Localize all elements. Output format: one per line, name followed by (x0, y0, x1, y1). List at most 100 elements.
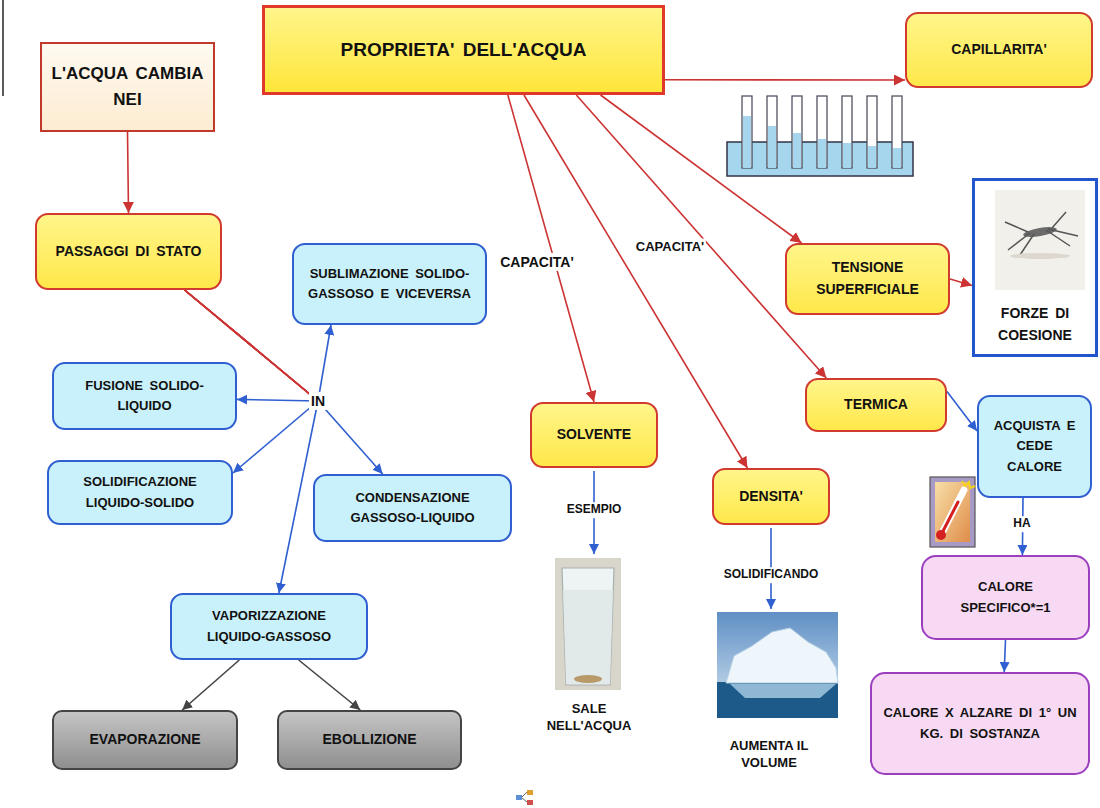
connector-line (1004, 640, 1005, 672)
tube-water (768, 126, 776, 168)
box-text: SOLVENTE (540, 424, 648, 446)
arrow-label: ESEMPIO (565, 502, 624, 518)
connector (950, 279, 972, 285)
connector-label: CAPACITA' (634, 239, 706, 256)
box-text: SUBLIMAZIONE SOLIDO-GASSOSO E VICEVERSA (302, 264, 477, 304)
tube (817, 96, 827, 168)
tube (742, 96, 752, 168)
connector (182, 660, 239, 710)
hub-label: IN (309, 392, 327, 410)
connector (299, 660, 361, 710)
water (563, 590, 613, 684)
definition-box: CALORE SPECIFICO*=1 (921, 555, 1090, 640)
tube-water (818, 139, 826, 168)
sea (717, 682, 838, 718)
box-text: TERMICA (815, 394, 937, 416)
box-text: ACQUISTA E CEDE CALORE (987, 416, 1082, 476)
water-strider-picture (995, 190, 1085, 290)
subtype-box: EVAPORAZIONE (52, 710, 238, 770)
state-change-box: CONDENSAZIONE GASSOSO-LIQUIDO (313, 474, 512, 542)
icon-part (527, 790, 533, 795)
subtype-box: EBOLLIZIONE (277, 710, 462, 770)
connector-line (237, 399, 318, 401)
icon-part (522, 792, 527, 802)
tube (767, 96, 777, 168)
box-text: FUSIONE SOLIDO-LIQUIDO (62, 376, 227, 416)
tube (842, 96, 852, 168)
tube-water (793, 133, 801, 168)
box-text: CALORE X ALZARE DI 1° UN KG. DI SOSTANZA (880, 703, 1080, 743)
connector-line (318, 401, 383, 474)
box-text: L'ACQUA CAMBIA NEI (50, 61, 205, 114)
icon-ground (935, 482, 970, 542)
property-box: DENSITA' (712, 468, 830, 525)
box-text: DENSITA' (722, 486, 820, 508)
state-change-box: SOLIDIFICAZIONE LIQUIDO-SOLIDO (47, 460, 233, 525)
edge-rule (2, 0, 4, 96)
sky (717, 612, 838, 718)
icon-frame (930, 477, 975, 547)
box-text: EBOLLIZIONE (287, 729, 452, 751)
connector (185, 290, 318, 593)
tube-water (868, 146, 876, 168)
connector (601, 95, 802, 243)
glass-picture (555, 558, 621, 690)
thermometer-bulb (936, 530, 946, 540)
iceberg-reflection (730, 684, 836, 698)
property-box: TENSIONE SUPERFICIALE (785, 243, 950, 315)
process-box: PASSAGGI DI STATO (35, 213, 222, 290)
tube (892, 96, 902, 168)
box-text: TENSIONE SUPERFICIALE (795, 257, 940, 300)
title-box: PROPRIETA' DELL'ACQUA (262, 5, 665, 95)
box-text: CAPILLARITA' (915, 39, 1083, 61)
iceberg-picture (717, 612, 838, 718)
connector (128, 132, 129, 213)
connector-label: HA (1011, 516, 1032, 532)
arrow-label: SOLIDIFICANDO (722, 567, 821, 583)
connector-line (128, 132, 129, 213)
photo-ground (555, 558, 621, 690)
connector-label: CAPACITA' (498, 253, 576, 271)
thermometer-icon (930, 477, 975, 547)
box-text: CONDENSAZIONE GASSOSO-LIQUIDO (323, 488, 502, 528)
connector-line (601, 95, 802, 243)
state-change-box: VAPORIZZAZIONE LIQUIDO-GASSOSO (170, 593, 368, 660)
connector (524, 95, 747, 468)
heading-box: L'ACQUA CAMBIA NEI (40, 42, 215, 132)
connector-line (947, 392, 977, 432)
property-box: CAPILLARITA' (905, 12, 1093, 88)
property-box: SOLVENTE (530, 402, 658, 468)
connector-line (182, 660, 239, 710)
salt (574, 675, 602, 683)
tube-water (743, 116, 751, 168)
connector (576, 95, 826, 378)
state-change-box: FUSIONE SOLIDO-LIQUIDO (52, 362, 237, 430)
info-box: ACQUISTA E CEDE CALORE (977, 395, 1092, 498)
box-text: VAPORIZZAZIONE LIQUIDO-GASSOSO (180, 606, 358, 646)
connector-line (950, 279, 972, 285)
thermometer-tube (941, 490, 964, 535)
state-change-box: SUBLIMAZIONE SOLIDO-GASSOSO E VICEVERSA (292, 243, 487, 325)
icon-part (527, 800, 533, 805)
glass (562, 568, 614, 685)
tube (867, 96, 877, 168)
insect-legs (1005, 212, 1078, 255)
connector-line (576, 95, 826, 378)
connector (1004, 640, 1005, 672)
connector (665, 79, 905, 80)
box-text: PROPRIETA' DELL'ACQUA (273, 35, 654, 64)
box-text: FORZE DI COESIONE (983, 303, 1087, 346)
icon-part (516, 795, 522, 800)
box-text: EVAPORAZIONE (62, 729, 228, 751)
photo-ground (995, 190, 1085, 290)
box-text: SOLIDIFICAZIONE LIQUIDO-SOLIDO (57, 472, 223, 512)
tube (792, 96, 802, 168)
definition-box: CALORE X ALZARE DI 1° UN KG. DI SOSTANZA (870, 672, 1090, 775)
connector (947, 392, 977, 432)
connector-line (524, 95, 747, 468)
property-box: TERMICA (805, 378, 947, 432)
box-text: CALORE SPECIFICO*=1 (931, 577, 1080, 617)
box-text: PASSAGGI DI STATO (45, 241, 212, 263)
capillary-tubes (727, 96, 913, 176)
